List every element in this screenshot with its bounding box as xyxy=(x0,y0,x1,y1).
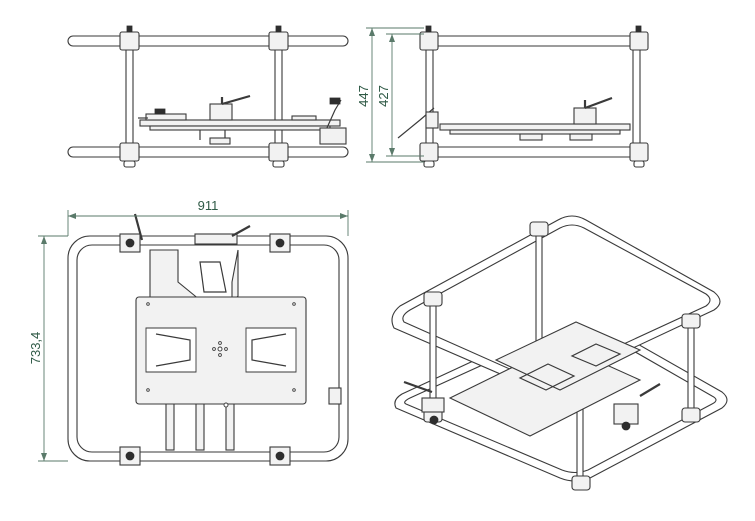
side-view xyxy=(397,25,649,168)
depth-dimension: 733,4 xyxy=(28,235,68,462)
dim-733-4: 733,4 xyxy=(28,332,43,365)
dim-447: 447 xyxy=(356,85,371,107)
height-dimensions: 447 427 xyxy=(356,27,424,163)
top-view xyxy=(67,213,349,466)
width-dimension: 911 xyxy=(67,198,349,236)
dim-427: 427 xyxy=(376,85,391,107)
isometric-view xyxy=(391,215,728,491)
front-view xyxy=(67,25,349,168)
dim-911: 911 xyxy=(198,198,219,213)
